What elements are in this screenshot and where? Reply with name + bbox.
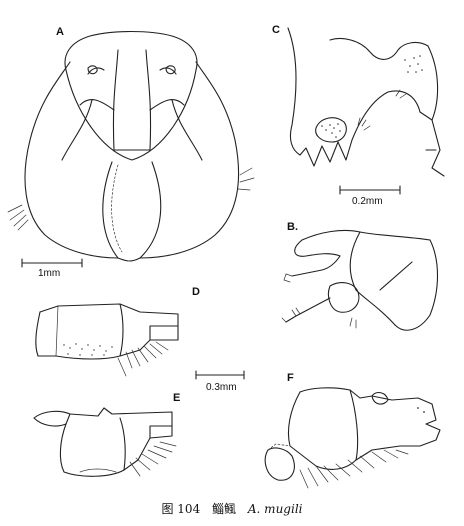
panel-label-f: F [287,372,294,384]
panel-label-c: C [272,24,280,36]
drawing-a [7,30,255,262]
panel-label-a: A [56,26,64,38]
panel-label-e: E [173,392,181,404]
panel-label-b: B. [287,221,298,233]
stipple-c [321,55,423,138]
figure-number: 图 104 [161,502,201,516]
stipple-d [63,343,113,356]
scale-label-c: 0.2mm [352,196,383,207]
drawing-d [35,303,179,377]
drawing-b [281,229,438,331]
scale-label-a: 1mm [38,268,61,279]
drawing-c [287,27,445,177]
figure-caption: 图 104 鲻鲺 A. mugili [0,500,464,517]
panel-label-d: D [192,286,200,298]
drawing-e [33,407,177,477]
species-latin-name: A. mugili [247,502,303,516]
scale-label-de: 0.3mm [206,382,237,393]
drawing-f [264,387,441,489]
species-chinese-name: 鲻鲺 [212,502,237,516]
